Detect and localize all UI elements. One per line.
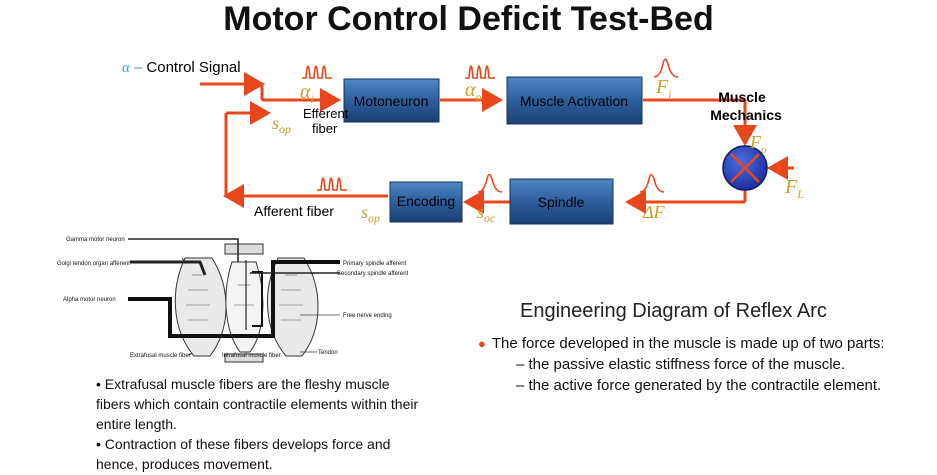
alpha-o-symbol: αo [465, 79, 482, 104]
block-motoneuron: Motoneuron [343, 78, 440, 123]
engineering-bullet: ● The force developed in the muscle is ma… [478, 333, 885, 354]
gamma-motor-neuron-label: Gamma motor neuron [66, 237, 125, 243]
alpha-i-symbol: αi [300, 81, 314, 106]
afferent-fiber-label: Afferent fiber [254, 203, 334, 219]
f-l-symbol: FL [784, 176, 804, 201]
engineering-bullet-text: The force developed in the muscle is mad… [491, 335, 885, 352]
control-signal-label: α –Control Signal [122, 59, 241, 76]
golgi-afferent-line [130, 260, 207, 276]
pulse-f-i [653, 58, 679, 78]
engineering-diagram-title: Engineering Diagram of Reflex Arc [520, 300, 827, 322]
motoneuron-label: Motoneuron [354, 93, 429, 109]
f-o-symbol: Fo [749, 132, 767, 156]
summation-junction [722, 145, 768, 191]
tendon-bottom [224, 353, 264, 363]
free-nerve-ending-label: Free nerve ending [343, 313, 392, 319]
note-2: • Contraction of these fibers develops f… [96, 436, 391, 472]
engineering-sub-item-2: – the active force generated by the cont… [516, 377, 882, 394]
s-op-top-symbol: sop [272, 113, 291, 136]
extrafusal-fiber-right [267, 257, 319, 357]
page-title: Motor Control Deficit Test-Bed [223, 0, 714, 38]
gamma-neuron-line [128, 238, 239, 262]
intrafusal-fiber [225, 261, 264, 353]
extrafusal-fiber-label: Extrafusal muscle fiber [130, 353, 191, 359]
muscle-mechanics-label-1: Muscle [718, 89, 766, 105]
tendon-label: Tendon [318, 350, 338, 356]
muscle-mechanics-label-2: Mechanics [710, 107, 782, 123]
bullet-icon: ● [478, 336, 486, 351]
muscle-activation-label: Muscle Activation [520, 93, 628, 109]
primary-spindle-afferent-label: Primary spindle afferent [343, 261, 407, 267]
efferent-fiber-label-1: Efferent [303, 106, 349, 121]
spindle-label: Spindle [538, 194, 585, 210]
pulse-delta-f [639, 173, 665, 193]
secondary-spindle-afferent-label: Secondary spindle afferent [337, 271, 409, 277]
spike-train-alpha-o [465, 65, 495, 79]
encoding-label: Encoding [397, 193, 455, 209]
fiber-notes: • Extrafusal muscle fibers are the flesh… [96, 374, 426, 474]
tendon-top [224, 243, 264, 255]
pulse-s-oc [477, 173, 503, 193]
primary-afferent-line [128, 260, 340, 338]
spike-train-input [302, 65, 332, 79]
engineering-sub-item-1: – the passive elastic stiffness force of… [516, 356, 846, 373]
block-spindle: Spindle [509, 178, 614, 225]
note-1: • Extrafusal muscle fibers are the flesh… [96, 376, 419, 432]
alpha-motor-neuron-label: Alpha motor neuron [63, 297, 116, 303]
delta-f-symbol: ΔF [642, 202, 666, 222]
s-op-bottom-symbol: sop [361, 202, 380, 225]
intrafusal-fiber-label: Intrafusal muscle fiber [222, 353, 281, 359]
signal-paths [200, 72, 794, 214]
s-oc-symbol: soc [477, 202, 496, 225]
block-muscle-activation: Muscle Activation [506, 76, 643, 125]
efferent-fiber-label-2: fiber [312, 121, 338, 136]
block-encoding: Encoding [389, 181, 463, 223]
engineering-description: ● The force developed in the muscle is ma… [478, 333, 885, 396]
spike-train-afferent [317, 177, 347, 191]
muscle-anatomy-illustration: Gamma motor neuron Golgi tendon organ af… [57, 237, 409, 363]
f-i-symbol: Fi [655, 76, 672, 101]
extrafusal-fiber-left [174, 257, 227, 357]
golgi-tendon-label: Golgi tendon organ afferent [57, 261, 130, 267]
